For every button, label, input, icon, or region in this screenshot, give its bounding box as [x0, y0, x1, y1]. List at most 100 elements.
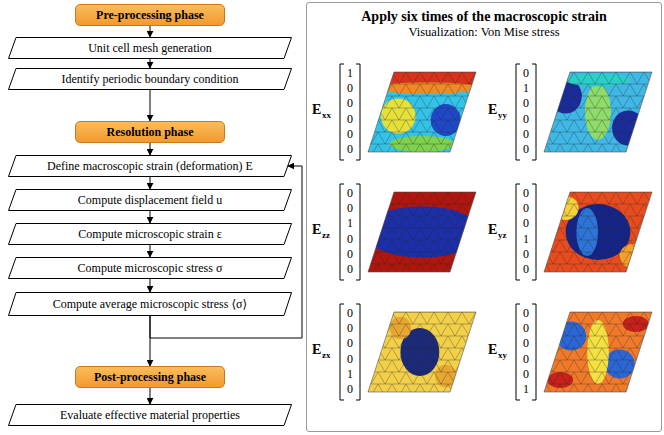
matrix-entry: 0 — [516, 337, 536, 349]
matrix-entry: 0 — [516, 307, 536, 319]
matrix-entry: 1 — [340, 217, 360, 229]
matrix-entry: 0 — [340, 187, 360, 199]
stress-plot — [346, 176, 497, 288]
strain-symbol: E — [488, 223, 497, 237]
node-label: Unit cell mesh generation — [88, 41, 212, 56]
matrix-bracket — [356, 184, 360, 280]
matrix-entry: 0 — [516, 187, 536, 199]
flow-arrow — [150, 388, 151, 404]
matrix-entry: 0 — [516, 322, 536, 334]
stress-region — [454, 248, 497, 288]
plot-ground — [368, 192, 476, 272]
matrix-bracket — [340, 184, 344, 280]
flow-arrow — [150, 211, 151, 223]
matrix-entry: 0 — [516, 248, 536, 260]
matrix-entry: 0 — [516, 202, 536, 214]
matrix-bracket — [340, 64, 344, 160]
stress-plot — [544, 192, 652, 272]
strain-panel: Apply six times of the macroscopic strai… — [306, 2, 662, 432]
parallelogram-shape — [9, 156, 292, 177]
matrix-entry: 1 — [516, 383, 536, 395]
flow-arrow — [150, 143, 151, 155]
matrix-entry: 0 — [516, 217, 536, 229]
phase-box: Post-processing phase — [75, 366, 225, 388]
node-label: Post-processing phase — [94, 370, 206, 385]
cell-outline — [544, 72, 652, 152]
phase-box: Resolution phase — [75, 121, 225, 143]
strain-subscript: zz — [322, 231, 330, 240]
strain-subscript: xx — [322, 111, 331, 120]
matrix-entry: 0 — [340, 128, 360, 140]
cell-outline — [368, 312, 476, 392]
matrix-entry: 0 — [516, 97, 536, 109]
cell-outline — [544, 312, 652, 392]
stress-plot — [368, 312, 476, 392]
matrix-bracket — [340, 304, 344, 400]
matrix-entry: 0 — [340, 337, 360, 349]
flow-arrow — [150, 59, 151, 68]
stress-plot — [355, 67, 489, 152]
cell-outline — [544, 192, 652, 272]
flow-arrow — [150, 279, 151, 292]
matrix-entry: 0 — [516, 263, 536, 275]
flow-arrow — [150, 245, 151, 257]
plot-ground — [368, 312, 476, 392]
process-box: Define macroscopic strain (deformation) … — [8, 155, 292, 177]
matrix-entry: 0 — [340, 322, 360, 334]
matrix-bracket — [516, 304, 520, 400]
mesh-lines — [544, 72, 652, 152]
mesh-lines — [368, 192, 476, 272]
node-label: Identify periodic boundary condition — [62, 72, 239, 87]
matrix-entry: 0 — [340, 307, 360, 319]
node-label: Compute microscopic stress σ — [78, 261, 223, 276]
panel-subtitle: Visualization: Von Mise stress — [307, 25, 661, 40]
matrix-entry: 0 — [516, 353, 536, 365]
stress-plot — [544, 312, 652, 392]
node-label: Resolution phase — [106, 125, 193, 140]
parallelogram-shape — [9, 293, 292, 316]
plot-ground — [544, 312, 652, 392]
matrix-entry: 0 — [340, 353, 360, 365]
matrix-entry: 0 — [340, 248, 360, 260]
node-label: Compute microscopic strain ε — [78, 227, 221, 242]
matrix-bracket — [356, 304, 360, 400]
parallelogram-shape — [9, 69, 292, 90]
flow-arrow — [150, 26, 151, 37]
matrix-bracket — [532, 64, 536, 160]
process-box: Identify periodic boundary condition — [8, 68, 292, 90]
matrix-bracket — [516, 184, 520, 280]
strain-symbol: E — [312, 223, 321, 237]
mesh-lines — [368, 72, 476, 152]
matrix-bracket — [356, 64, 360, 160]
node-label: Pre-processing phase — [96, 8, 204, 23]
strain-subscript: xy — [498, 351, 507, 360]
strain-subscript: yy — [498, 111, 507, 120]
strain-subscript: zx — [322, 351, 331, 360]
node-label: Define macroscopic strain (deformation) … — [47, 159, 253, 174]
flow-arrow — [150, 177, 151, 189]
process-box: Compute microscopic stress σ — [8, 257, 292, 279]
strain-subscript: yz — [498, 231, 507, 240]
process-box: Compute displacement field u — [8, 189, 292, 211]
parallelogram-shape — [9, 258, 292, 279]
strain-symbol: E — [312, 103, 321, 117]
matrix-entry: 0 — [516, 67, 536, 79]
parallelogram-shape — [9, 190, 292, 211]
parallelogram-shape — [9, 224, 292, 245]
flow-arrow — [150, 90, 151, 121]
strain-symbol: E — [312, 343, 321, 357]
process-box: Unit cell mesh generation — [8, 37, 292, 59]
parallelogram-shape — [9, 38, 292, 59]
matrix-entry: 0 — [340, 113, 360, 125]
matrix-entry: 0 — [516, 143, 536, 155]
matrix-entry: 0 — [340, 202, 360, 214]
cell-outline — [368, 192, 476, 272]
matrix-entry: 1 — [516, 82, 536, 94]
matrix-entry: 1 — [516, 233, 536, 245]
matrix-bracket — [532, 184, 536, 280]
phase-box: Pre-processing phase — [75, 4, 225, 26]
plot-ground — [544, 72, 652, 152]
matrix-entry: 1 — [340, 368, 360, 380]
matrix-entry: 0 — [340, 143, 360, 155]
matrix-entry: 0 — [340, 97, 360, 109]
